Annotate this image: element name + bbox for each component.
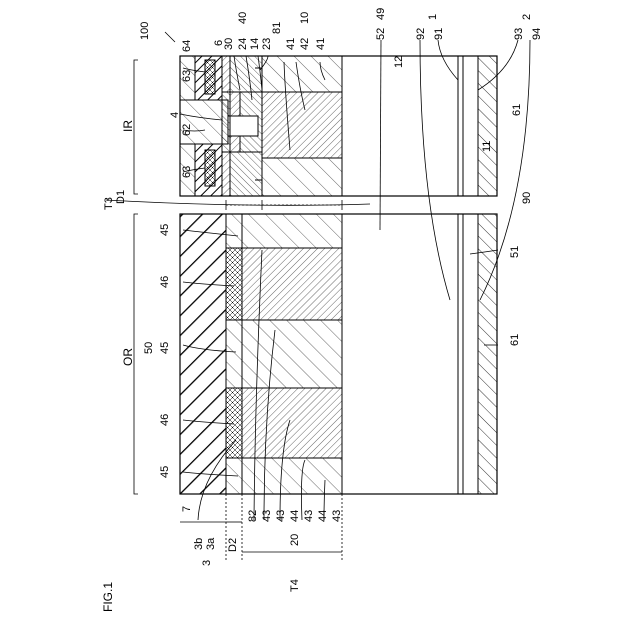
or-layer-44-a (242, 248, 342, 320)
label-3b: 3b (193, 538, 205, 550)
ir-layer-30 (222, 56, 230, 92)
or-layer-46-b (226, 388, 242, 458)
label-45b: 45 (159, 342, 171, 354)
ir-layer-41-top (262, 56, 342, 92)
label-d2: D2 (227, 538, 239, 552)
label-61b: 61 (509, 334, 521, 346)
label-30: 30 (223, 38, 235, 50)
label-90: 90 (521, 192, 533, 204)
label-3: 3 (201, 560, 213, 566)
label-43c: 43 (303, 510, 315, 522)
label-50: 50 (143, 342, 155, 354)
ir-layer-41-bottom (262, 158, 342, 196)
label-49: 49 (375, 8, 387, 20)
ir-cross-section (180, 56, 497, 196)
label-4: 4 (169, 112, 181, 118)
ir-layer-61 (478, 56, 497, 196)
label-94: 94 (531, 28, 543, 40)
figure-title: FIG.1 (101, 582, 115, 612)
label-or: OR (121, 348, 135, 366)
label-46a: 46 (159, 276, 171, 288)
label-24: 24 (237, 38, 249, 50)
label-93: 93 (513, 28, 525, 40)
or-layer-43-c (242, 458, 342, 494)
label-40: 40 (237, 12, 249, 24)
label-t4: T4 (289, 579, 301, 592)
label-63a: 63 (181, 70, 193, 82)
ir-layer-62 (180, 100, 228, 144)
label-d1: D1 (115, 190, 127, 204)
label-14: 14 (249, 38, 261, 50)
label-64: 64 (181, 40, 193, 52)
ir-layer-4 (222, 92, 230, 152)
ir-layer-6-bottom (205, 150, 215, 186)
label-7: 7 (181, 506, 193, 512)
label-43b: 43 (275, 510, 287, 522)
label-46b: 46 (159, 414, 171, 426)
label-100: 100 (139, 22, 151, 40)
ir-gate-gap (228, 116, 258, 136)
label-62: 62 (181, 124, 193, 136)
label-45c: 45 (159, 466, 171, 478)
or-layer-7 (180, 214, 226, 494)
label-11: 11 (481, 141, 493, 152)
ir-layer-42 (262, 92, 342, 158)
label-52: 52 (375, 28, 387, 40)
or-layer-43-a (242, 214, 342, 248)
or-layer-46-a (226, 248, 242, 320)
label-42: 42 (299, 38, 311, 50)
label-12: 12 (393, 56, 405, 68)
or-layer-45-a (226, 214, 242, 248)
label-2: 2 (521, 14, 533, 20)
or-cross-section (180, 214, 497, 494)
ir-layer-23b (230, 152, 262, 196)
label-92: 92 (415, 28, 427, 40)
ir-layer-6-top (205, 60, 215, 94)
label-61a: 61 (511, 104, 523, 116)
ir-layer-30b (222, 152, 230, 196)
or-layer-45-b (226, 320, 242, 388)
or-layer-61 (478, 214, 497, 494)
label-20: 20 (289, 534, 301, 546)
label-10: 10 (299, 12, 311, 24)
label-41a: 41 (285, 38, 297, 50)
label-82: 82 (247, 510, 259, 522)
label-1: 1 (427, 14, 439, 20)
label-3a: 3a (205, 537, 217, 550)
label-45a: 45 (159, 224, 171, 236)
label-41b: 41 (315, 38, 327, 50)
label-44b: 44 (317, 510, 329, 522)
label-91: 91 (433, 28, 445, 40)
label-51: 51 (509, 246, 521, 258)
label-43d: 43 (331, 510, 343, 522)
label-44a: 44 (289, 510, 301, 522)
label-63b: 63 (181, 166, 193, 178)
label-23: 23 (261, 38, 273, 50)
label-ir: IR (121, 120, 135, 132)
label-43a: 43 (261, 510, 273, 522)
label-t3: T3 (103, 197, 115, 210)
or-layer-44-b (242, 388, 342, 458)
label-81: 81 (271, 22, 283, 34)
